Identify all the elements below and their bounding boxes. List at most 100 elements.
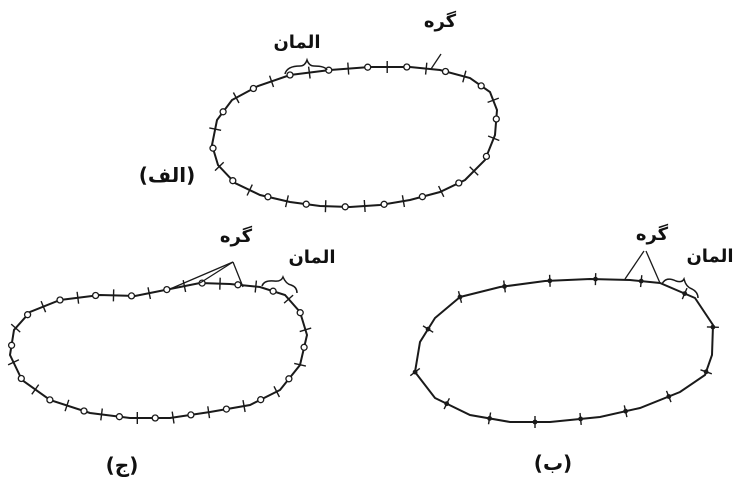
- node-label-jim: گره: [220, 225, 253, 247]
- node-tick: [294, 362, 307, 367]
- node-circle: [455, 179, 463, 187]
- node-tick: [31, 384, 40, 395]
- node-circle: [300, 343, 308, 351]
- panel-be: المان گره (ب): [409, 223, 734, 475]
- node-circle: [163, 285, 171, 294]
- node-tick: [487, 97, 500, 104]
- caption-alef: (الف): [139, 163, 195, 187]
- node-circle: [492, 115, 500, 123]
- node-pointer-jim-1: [169, 261, 234, 290]
- node-circle: [482, 152, 491, 161]
- node-circle: [341, 203, 349, 211]
- node-tick: [487, 135, 500, 142]
- node-circle: [80, 407, 88, 415]
- node-circle: [325, 66, 333, 74]
- node-dot: [487, 416, 492, 421]
- element-label-be: المان: [686, 246, 733, 267]
- node-tick: [207, 406, 211, 419]
- node-circle: [380, 200, 388, 208]
- node-circle: [17, 374, 25, 383]
- node-tick: [209, 127, 222, 131]
- mesh-outline-be: [413, 277, 715, 423]
- node-circle: [219, 108, 227, 116]
- node-dot: [623, 408, 628, 414]
- node-circle: [187, 411, 195, 419]
- node-tick: [147, 287, 152, 300]
- node-marks-be: [409, 273, 719, 428]
- node-circle: [46, 396, 54, 404]
- node-circle: [229, 177, 237, 185]
- node-circle: [477, 82, 485, 90]
- node-dot: [532, 419, 538, 425]
- element-label-jim: المان: [288, 247, 335, 268]
- node-dot: [593, 276, 598, 282]
- node-circle: [115, 413, 124, 421]
- node-marks-jim: [7, 277, 312, 424]
- node-dot: [412, 369, 418, 375]
- node-tick: [401, 195, 406, 208]
- node-circle: [209, 144, 217, 152]
- node-circle: [56, 296, 64, 304]
- element-bracket-jim: [261, 275, 298, 294]
- node-tick: [424, 62, 428, 75]
- element-bracket-be: [661, 276, 699, 299]
- node-tick: [246, 184, 253, 196]
- node-dot: [457, 294, 463, 300]
- element-label-alef: المان: [273, 32, 320, 53]
- node-pointer-jim-2: [199, 261, 234, 284]
- node-tick: [214, 161, 225, 172]
- node-circle: [285, 375, 293, 383]
- node-pointer-be-1: [624, 250, 645, 280]
- node-tick: [469, 166, 479, 176]
- node-pointer-alef: [430, 53, 442, 70]
- node-circle: [249, 84, 258, 93]
- node-tick: [307, 66, 311, 79]
- node-label-alef: گره: [424, 10, 457, 32]
- node-tick: [64, 399, 70, 412]
- caption-be: (ب): [534, 451, 572, 475]
- node-pointer-be-2: [645, 250, 661, 284]
- node-dot: [502, 284, 507, 289]
- node-circle: [198, 279, 206, 287]
- node-tick: [437, 185, 445, 198]
- node-dot: [682, 291, 688, 296]
- node-tick: [7, 359, 20, 366]
- node-dot: [578, 416, 583, 422]
- node-tick: [284, 195, 289, 208]
- node-tick: [273, 385, 281, 398]
- node-circle: [296, 309, 304, 317]
- node-label-be: گره: [636, 223, 669, 245]
- node-circle: [222, 405, 231, 413]
- node-circle: [91, 291, 100, 300]
- node-dot: [703, 369, 709, 375]
- node-tick: [268, 75, 275, 88]
- panel-alef: المان گره (الف): [139, 10, 500, 213]
- node-tick: [363, 199, 366, 213]
- node-pointer-jim-3: [232, 261, 244, 288]
- node-circle: [264, 193, 272, 201]
- node-tick: [242, 399, 246, 413]
- node-circle: [441, 67, 450, 76]
- node-circle: [151, 414, 159, 422]
- node-dot: [547, 278, 553, 284]
- element-bracket-alef: [284, 57, 328, 75]
- panel-jim: المان گره (ج): [7, 225, 336, 477]
- node-circle: [23, 311, 32, 319]
- node-tick: [283, 294, 294, 304]
- node-circle: [234, 281, 242, 289]
- node-tick: [182, 280, 187, 293]
- node-dot: [666, 394, 672, 399]
- node-circle: [364, 63, 372, 71]
- node-dot: [425, 326, 431, 332]
- node-tick: [347, 62, 350, 75]
- node-circle: [269, 287, 277, 295]
- node-tick: [232, 92, 240, 104]
- node-circle: [257, 396, 265, 404]
- node-tick: [40, 300, 47, 313]
- node-circle: [127, 292, 136, 300]
- node-dot: [444, 401, 450, 407]
- node-dot: [638, 278, 644, 284]
- mesh-outline-jim: [8, 281, 309, 419]
- node-tick: [254, 280, 258, 293]
